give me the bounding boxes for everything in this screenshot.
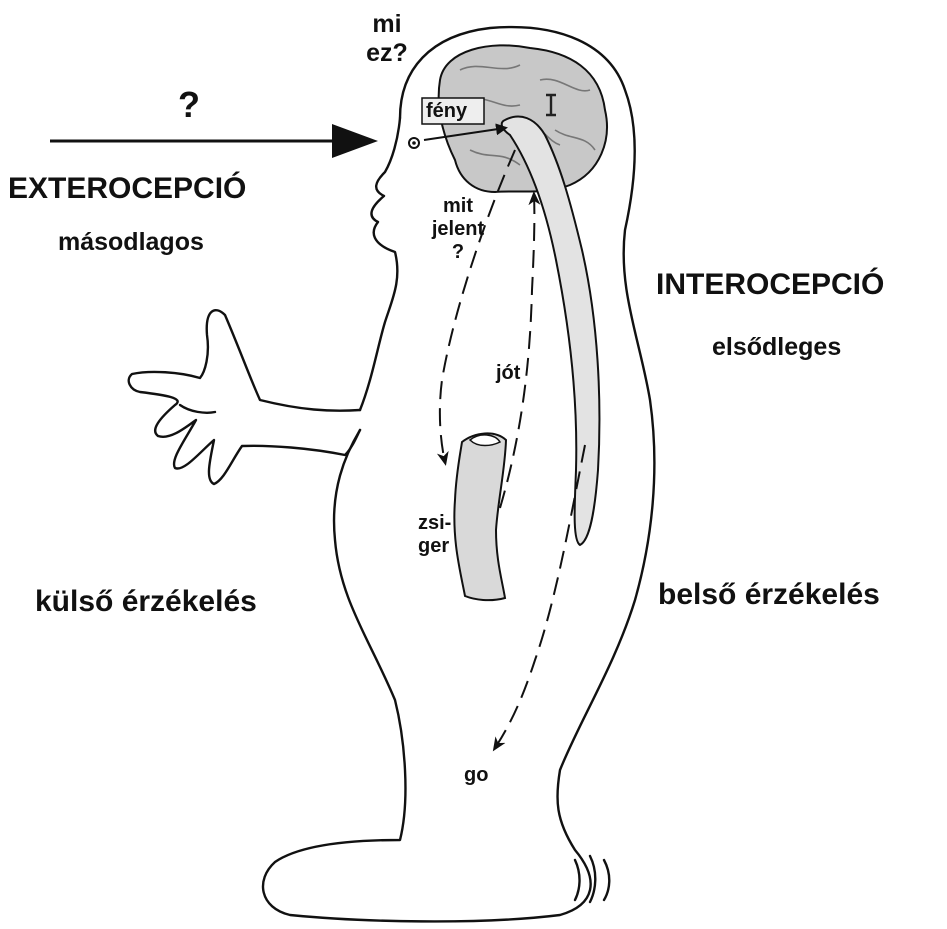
label-mi-ez: mi ez? xyxy=(352,10,422,68)
gut-icon xyxy=(454,433,506,600)
label-zsiger: zsi- ger xyxy=(418,512,451,558)
label-jot: jót xyxy=(496,362,520,385)
label-go: go xyxy=(464,764,488,787)
eye-icon xyxy=(409,138,419,148)
label-question-mark: ? xyxy=(178,84,200,125)
label-masodlagos: másodlagos xyxy=(58,228,204,257)
label-mit-jelent: mit jelent ? xyxy=(423,195,493,264)
exteroception-arrow xyxy=(50,124,378,158)
label-elsodleges: elsődleges xyxy=(712,333,841,362)
label-belso-erzekeles: belső érzékelés xyxy=(658,578,880,613)
label-kulso-erzekeles: külső érzékelés xyxy=(35,585,257,620)
label-exterocepcio: EXTEROCEPCIÓ xyxy=(8,172,246,207)
label-feny: fény xyxy=(426,100,467,123)
arrow-down-to-go xyxy=(495,445,585,748)
label-interocepcio: INTEROCEPCIÓ xyxy=(656,268,884,303)
